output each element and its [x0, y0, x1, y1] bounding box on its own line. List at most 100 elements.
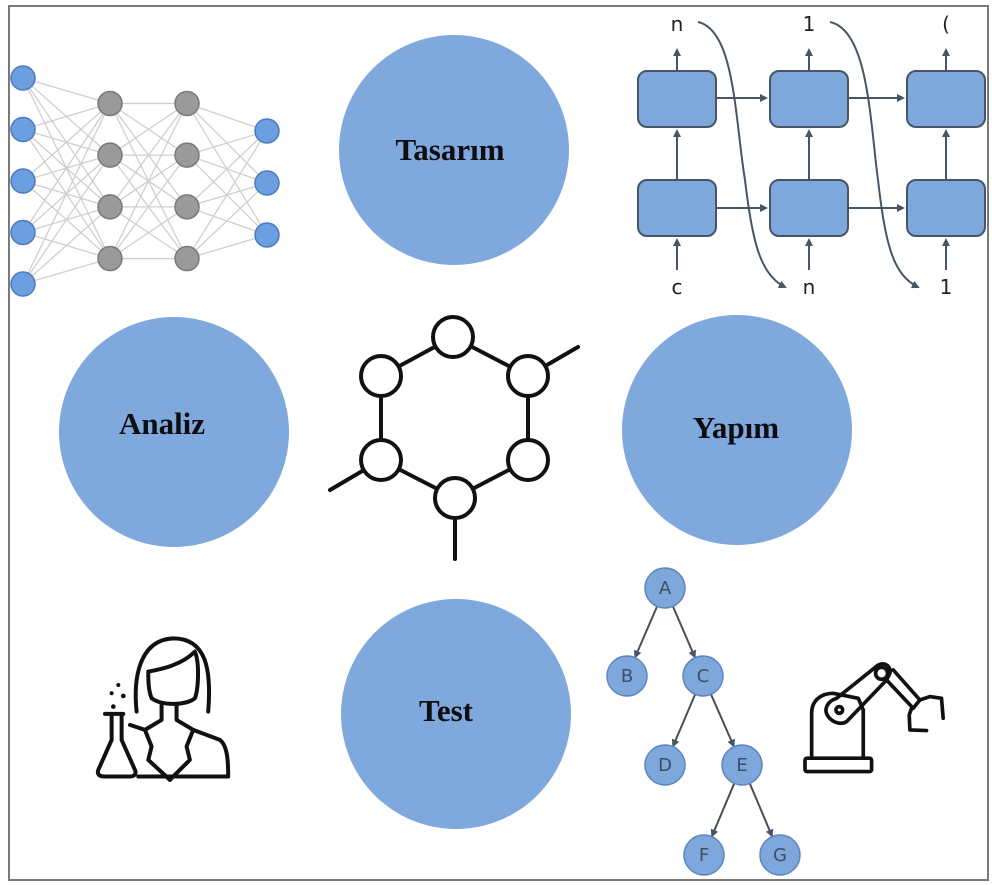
tree-nodes: A B C D E F G	[606, 567, 801, 876]
tree-node-label: D	[658, 755, 672, 776]
tree-node-label: G	[773, 845, 787, 866]
nn-hidden-node	[174, 142, 200, 168]
tree-edge	[748, 783, 774, 838]
tree-node: E	[721, 744, 763, 786]
rnn-output-label: n	[671, 12, 684, 36]
binary-tree-diagram: A B C D E F G	[606, 567, 801, 876]
tree-edge	[634, 605, 658, 659]
rnn-cell	[906, 70, 986, 128]
phase-circle-test: Test	[341, 599, 571, 829]
tree-node-circle	[683, 834, 725, 876]
tree-node-circle	[682, 655, 724, 697]
nn-output-node	[254, 118, 280, 144]
phase-circle-shape	[59, 317, 289, 547]
neural-network-nodes	[10, 65, 280, 297]
rnn-cell	[769, 70, 849, 128]
nn-input-node	[10, 116, 36, 143]
rnn-cell	[769, 179, 849, 237]
tree-edges	[634, 605, 774, 838]
nn-edge	[22, 206, 111, 285]
nn-hidden-node	[174, 245, 200, 272]
tree-node-circle	[606, 655, 648, 697]
nn-edge	[22, 102, 111, 182]
rnn-cell	[637, 70, 717, 128]
tree-edge	[710, 693, 735, 748]
tree-node-circle	[644, 744, 686, 786]
tree-node-circle	[721, 744, 763, 786]
tree-node-label: B	[621, 666, 633, 687]
neural-network-edges	[22, 77, 268, 285]
nn-edge	[186, 130, 268, 156]
nn-output-node	[254, 170, 280, 196]
phase-circle-tasarim: Tasarım	[339, 35, 569, 265]
tree-node-circle	[644, 567, 686, 609]
tree-node: F	[683, 834, 725, 876]
nn-edge	[186, 234, 268, 260]
rnn-cell	[637, 179, 717, 237]
robot-arm-icon	[803, 662, 946, 774]
nn-edge	[109, 103, 188, 208]
tree-edge	[671, 694, 697, 748]
nn-hidden-node	[97, 194, 123, 220]
tree-node-circle	[759, 834, 801, 876]
rnn-feedback-arrow	[697, 21, 787, 289]
nn-input-node	[10, 65, 36, 91]
scientist-flask-icon	[95, 636, 231, 782]
diagram-frame	[8, 5, 989, 881]
phase-label-tasarim: Tasarım	[395, 132, 504, 167]
nn-hidden-node	[97, 90, 123, 117]
nn-edge	[186, 130, 268, 208]
tree-edge	[710, 783, 736, 838]
nn-edge	[109, 102, 188, 156]
phase-circle-shape	[341, 599, 571, 829]
nn-input-node	[10, 168, 36, 194]
rnn-cell	[906, 179, 986, 237]
rnn-diagram: n 1 ( c n 1	[637, 12, 986, 299]
nn-hidden-node	[97, 245, 123, 272]
nn-hidden-node	[174, 90, 200, 117]
nn-output-node	[254, 222, 280, 248]
tree-node: G	[759, 834, 801, 876]
nn-edge	[109, 206, 188, 260]
rnn-input-label: n	[803, 275, 816, 299]
phase-circle-analiz: Analiz	[59, 317, 289, 547]
phase-label-test: Test	[419, 693, 474, 728]
tree-node-label: F	[699, 845, 709, 866]
tree-node: B	[606, 655, 648, 697]
neural-network-diagram	[10, 65, 280, 297]
nn-edge	[22, 103, 111, 233]
rnn-input-label: c	[672, 275, 683, 299]
nn-edge	[22, 154, 111, 285]
nn-edge	[109, 154, 188, 259]
nn-input-node	[10, 219, 36, 246]
nn-edge	[186, 182, 268, 260]
nn-edge	[186, 130, 268, 259]
nn-hidden-node	[97, 142, 123, 168]
nn-edge	[22, 77, 111, 105]
phase-label-yapim: Yapım	[693, 410, 779, 445]
nn-input-node	[10, 271, 36, 297]
tree-edge	[672, 605, 696, 659]
tree-node: C	[682, 655, 724, 697]
rnn-feedback-arrow	[829, 21, 920, 289]
nn-edge	[109, 103, 188, 259]
nn-edge	[186, 102, 268, 132]
rnn-input-label: 1	[940, 275, 953, 299]
rnn-output-label: 1	[803, 12, 816, 36]
phase-label-analiz: Analiz	[119, 406, 205, 441]
phase-circle-yapim: Yapım	[622, 315, 852, 545]
molecule-hexagon-icon	[328, 315, 580, 561]
phase-circle-shape	[339, 35, 569, 265]
tree-node-label: C	[697, 666, 710, 687]
phase-circle-shape	[622, 315, 852, 545]
nn-edge	[22, 102, 111, 131]
tree-node-label: E	[736, 755, 747, 776]
nn-hidden-node	[174, 194, 200, 220]
tree-node: D	[644, 744, 686, 786]
nn-edge	[22, 103, 111, 285]
tree-node: A	[644, 567, 686, 609]
tree-node-label: A	[659, 578, 672, 599]
nn-edge	[22, 257, 111, 285]
rnn-output-label: (	[942, 12, 950, 36]
